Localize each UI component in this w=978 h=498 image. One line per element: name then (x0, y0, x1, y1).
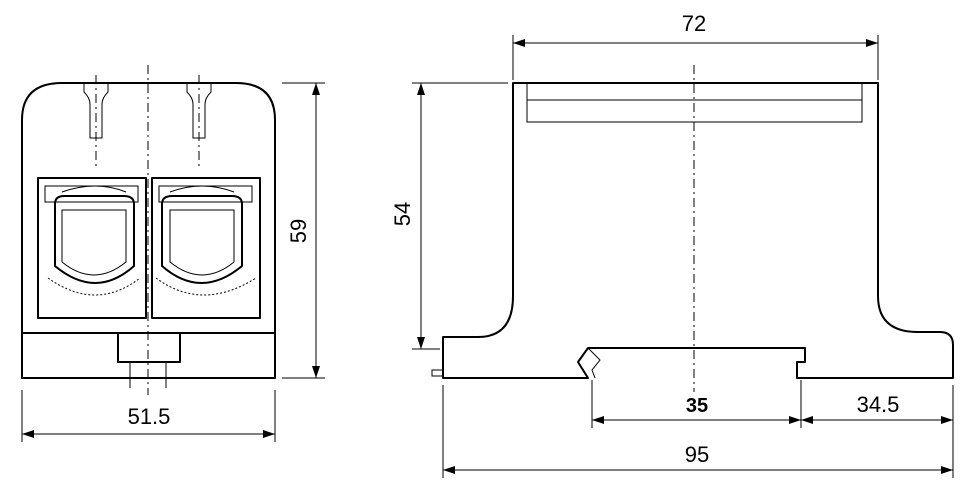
front-body-outline (21, 82, 276, 379)
side-body-outline (442, 82, 954, 379)
side-rail-label: 35 (686, 395, 708, 417)
side-left-hook (431, 369, 443, 377)
front-height-label: 59 (286, 219, 311, 243)
front-slot-left (83, 83, 109, 139)
front-foot (117, 333, 181, 363)
side-offset-label: 34.5 (857, 392, 900, 417)
side-rail-clip (587, 347, 601, 379)
front-terminal-left (37, 177, 147, 319)
front-slot-right (186, 83, 212, 139)
front-terminal-right (151, 177, 261, 319)
side-top-width-label: 72 (682, 11, 706, 36)
side-overall-width-label: 95 (685, 442, 709, 467)
front-view: 51.5 59 (21, 65, 325, 442)
front-width-label: 51.5 (128, 404, 171, 429)
side-view: 72 54 35 34.5 95 (390, 11, 954, 478)
side-height-label: 54 (390, 202, 415, 226)
